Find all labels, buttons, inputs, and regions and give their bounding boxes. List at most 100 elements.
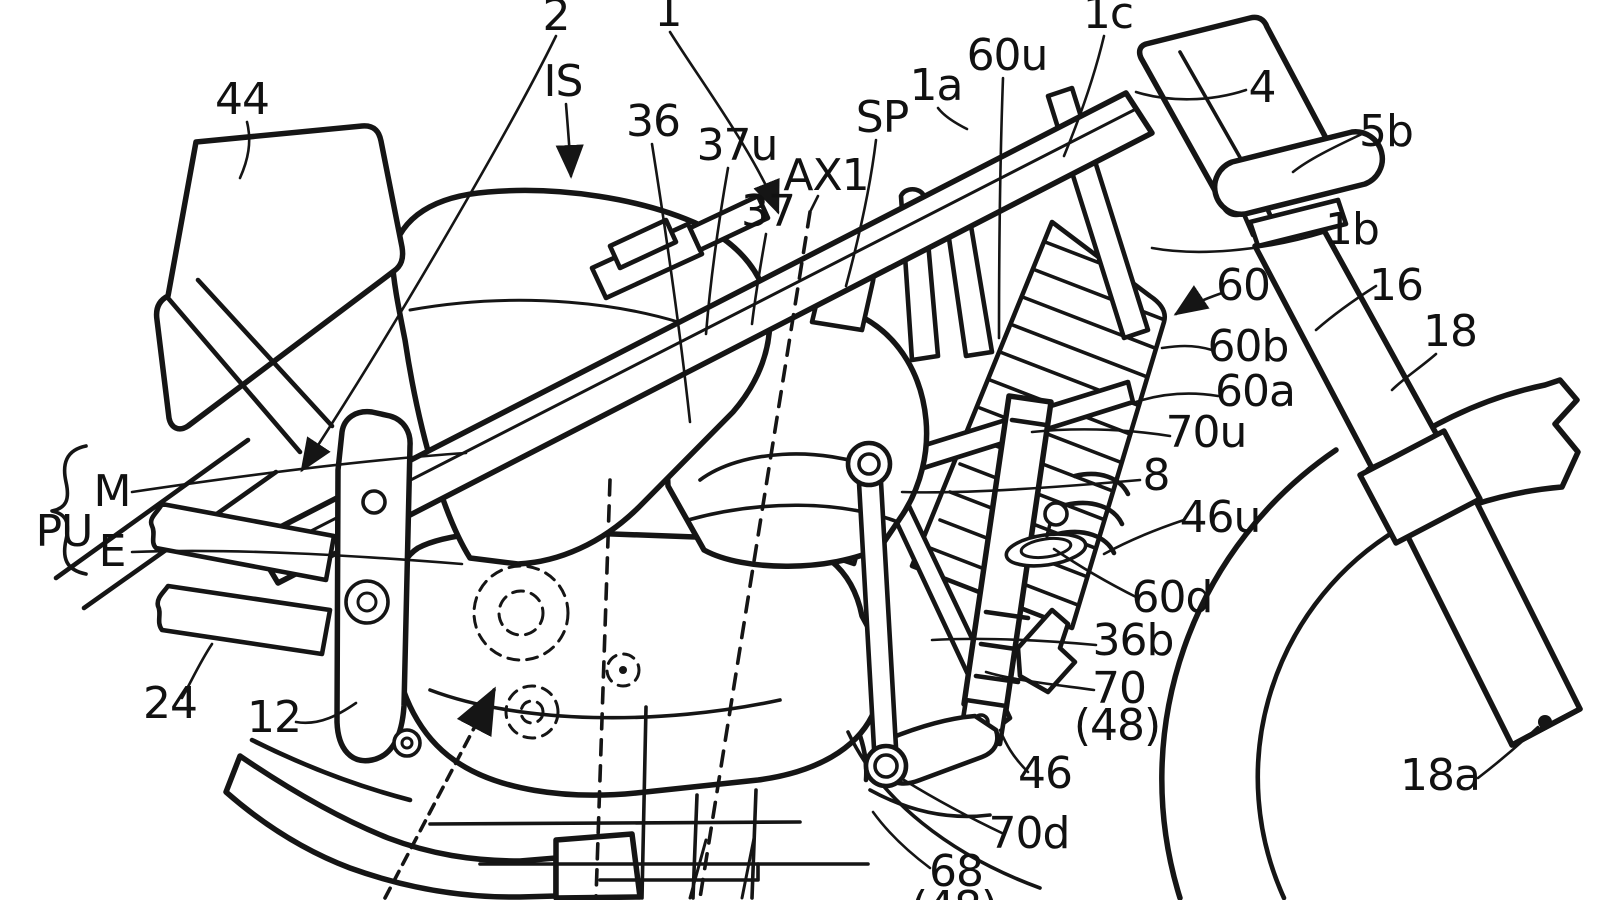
exhaust-bell	[553, 831, 643, 900]
spring-coil-arc	[1072, 471, 1131, 497]
label-2: 2	[543, 0, 570, 41]
label-18: 18	[1423, 306, 1477, 357]
label-1c: 1c	[1083, 0, 1133, 39]
leader-is	[555, 102, 584, 179]
link-lower-pivot-inner	[873, 753, 899, 779]
crankcase	[388, 528, 884, 798]
fin-line	[928, 546, 1165, 628]
engine-bracket	[334, 408, 422, 764]
bracket-hole-large	[344, 579, 390, 625]
label-44: 44	[215, 74, 269, 125]
exhaust-header	[223, 753, 559, 900]
leader-44	[238, 120, 251, 180]
leader-37u	[704, 166, 730, 336]
hidden-gear-small-inner	[519, 699, 545, 725]
leader-e	[130, 549, 464, 566]
under-engine-step	[598, 862, 760, 882]
spring-coil-arc	[1063, 500, 1125, 527]
label-68: 68	[929, 846, 983, 897]
leader-5b	[1291, 132, 1364, 174]
label-70u: 70u	[1166, 407, 1247, 458]
hidden-shaft-center	[619, 666, 627, 674]
shock-coil-band	[983, 609, 1031, 621]
hidden-detail	[383, 210, 812, 900]
leader-18	[1390, 352, 1438, 392]
link-lower-pivot	[863, 743, 909, 789]
lower-band-line	[53, 437, 251, 581]
cowl-stripe-line	[165, 295, 303, 455]
hidden-gear-large	[472, 564, 570, 662]
hidden-shaft	[605, 652, 641, 688]
leader-70u	[1030, 428, 1172, 438]
leader-36b	[930, 637, 1098, 647]
leader-2	[300, 34, 558, 473]
drive-direction-arrow	[383, 686, 496, 900]
leader-68	[871, 810, 932, 870]
bracket-hole-small	[361, 489, 387, 515]
cylinder-axis-2	[594, 478, 612, 900]
leader-ax1	[809, 194, 820, 212]
bracket-curve	[846, 730, 1042, 890]
shock-coil-band	[973, 673, 1021, 685]
leader-46u	[1102, 518, 1186, 556]
label-5b: 5b	[1359, 106, 1413, 157]
bracket-hole-inner	[356, 591, 378, 613]
label-4: 4	[1249, 62, 1276, 113]
hidden-gear-small	[504, 684, 560, 740]
label-48a: (48)	[1074, 700, 1160, 751]
link-upper-pivot	[845, 440, 893, 488]
label-36b: 36b	[1093, 615, 1174, 666]
label-1: 1	[655, 0, 682, 37]
label-pu: PU	[36, 506, 93, 557]
fairing-stays	[148, 501, 337, 657]
leader-46	[998, 728, 1030, 774]
fin-line	[1038, 238, 1165, 350]
label-36: 36	[626, 96, 680, 147]
link-upper-pivot-inner	[857, 452, 881, 476]
leader-60a	[1128, 392, 1220, 406]
pu-brace	[50, 444, 88, 576]
leader-sp	[844, 138, 878, 288]
label-1a: 1a	[910, 60, 963, 111]
leader-1a	[936, 106, 969, 131]
label-60d: 60d	[1132, 572, 1213, 623]
fork-collar	[1357, 428, 1483, 546]
beam-bracket-upper	[687, 193, 771, 253]
label-sp: SP	[856, 92, 909, 143]
adjuster-stem	[1045, 522, 1052, 538]
preload-adjuster-inner	[1019, 536, 1073, 560]
label-70d: 70d	[989, 808, 1070, 859]
hidden-gear-large-inner	[497, 589, 545, 637]
shock-body-line	[1009, 417, 1049, 428]
label-46: 46	[1018, 748, 1072, 799]
leader-37	[750, 232, 768, 326]
leader-70d	[902, 778, 1006, 836]
clamp-lower-plate	[1247, 197, 1349, 249]
leader-1	[668, 30, 780, 215]
label-60a: 60a	[1215, 366, 1295, 417]
leader-lines	[130, 30, 1552, 870]
tire-inner-arc	[1255, 525, 1403, 900]
label-ax1: AX1	[783, 150, 868, 201]
leader-24	[180, 642, 214, 700]
leader-12	[294, 701, 358, 725]
rear-cowl	[53, 123, 406, 611]
leader-1c	[1062, 34, 1106, 158]
label-e: E	[99, 526, 126, 577]
cowl-stripe-line	[195, 277, 335, 429]
fin-line	[1028, 266, 1165, 378]
leader-4	[1134, 88, 1248, 101]
leader-60	[1173, 285, 1224, 316]
leader-m	[130, 451, 468, 494]
label-1b: 1b	[1325, 204, 1379, 255]
front-wheel	[1159, 447, 1403, 900]
tire-outer-arc	[1159, 447, 1339, 900]
rocker-lower-curve	[868, 788, 992, 819]
leader-18a	[1476, 725, 1540, 780]
stay-upper	[148, 501, 337, 583]
bracket-bolt	[392, 728, 422, 758]
label-m: M	[94, 466, 131, 517]
